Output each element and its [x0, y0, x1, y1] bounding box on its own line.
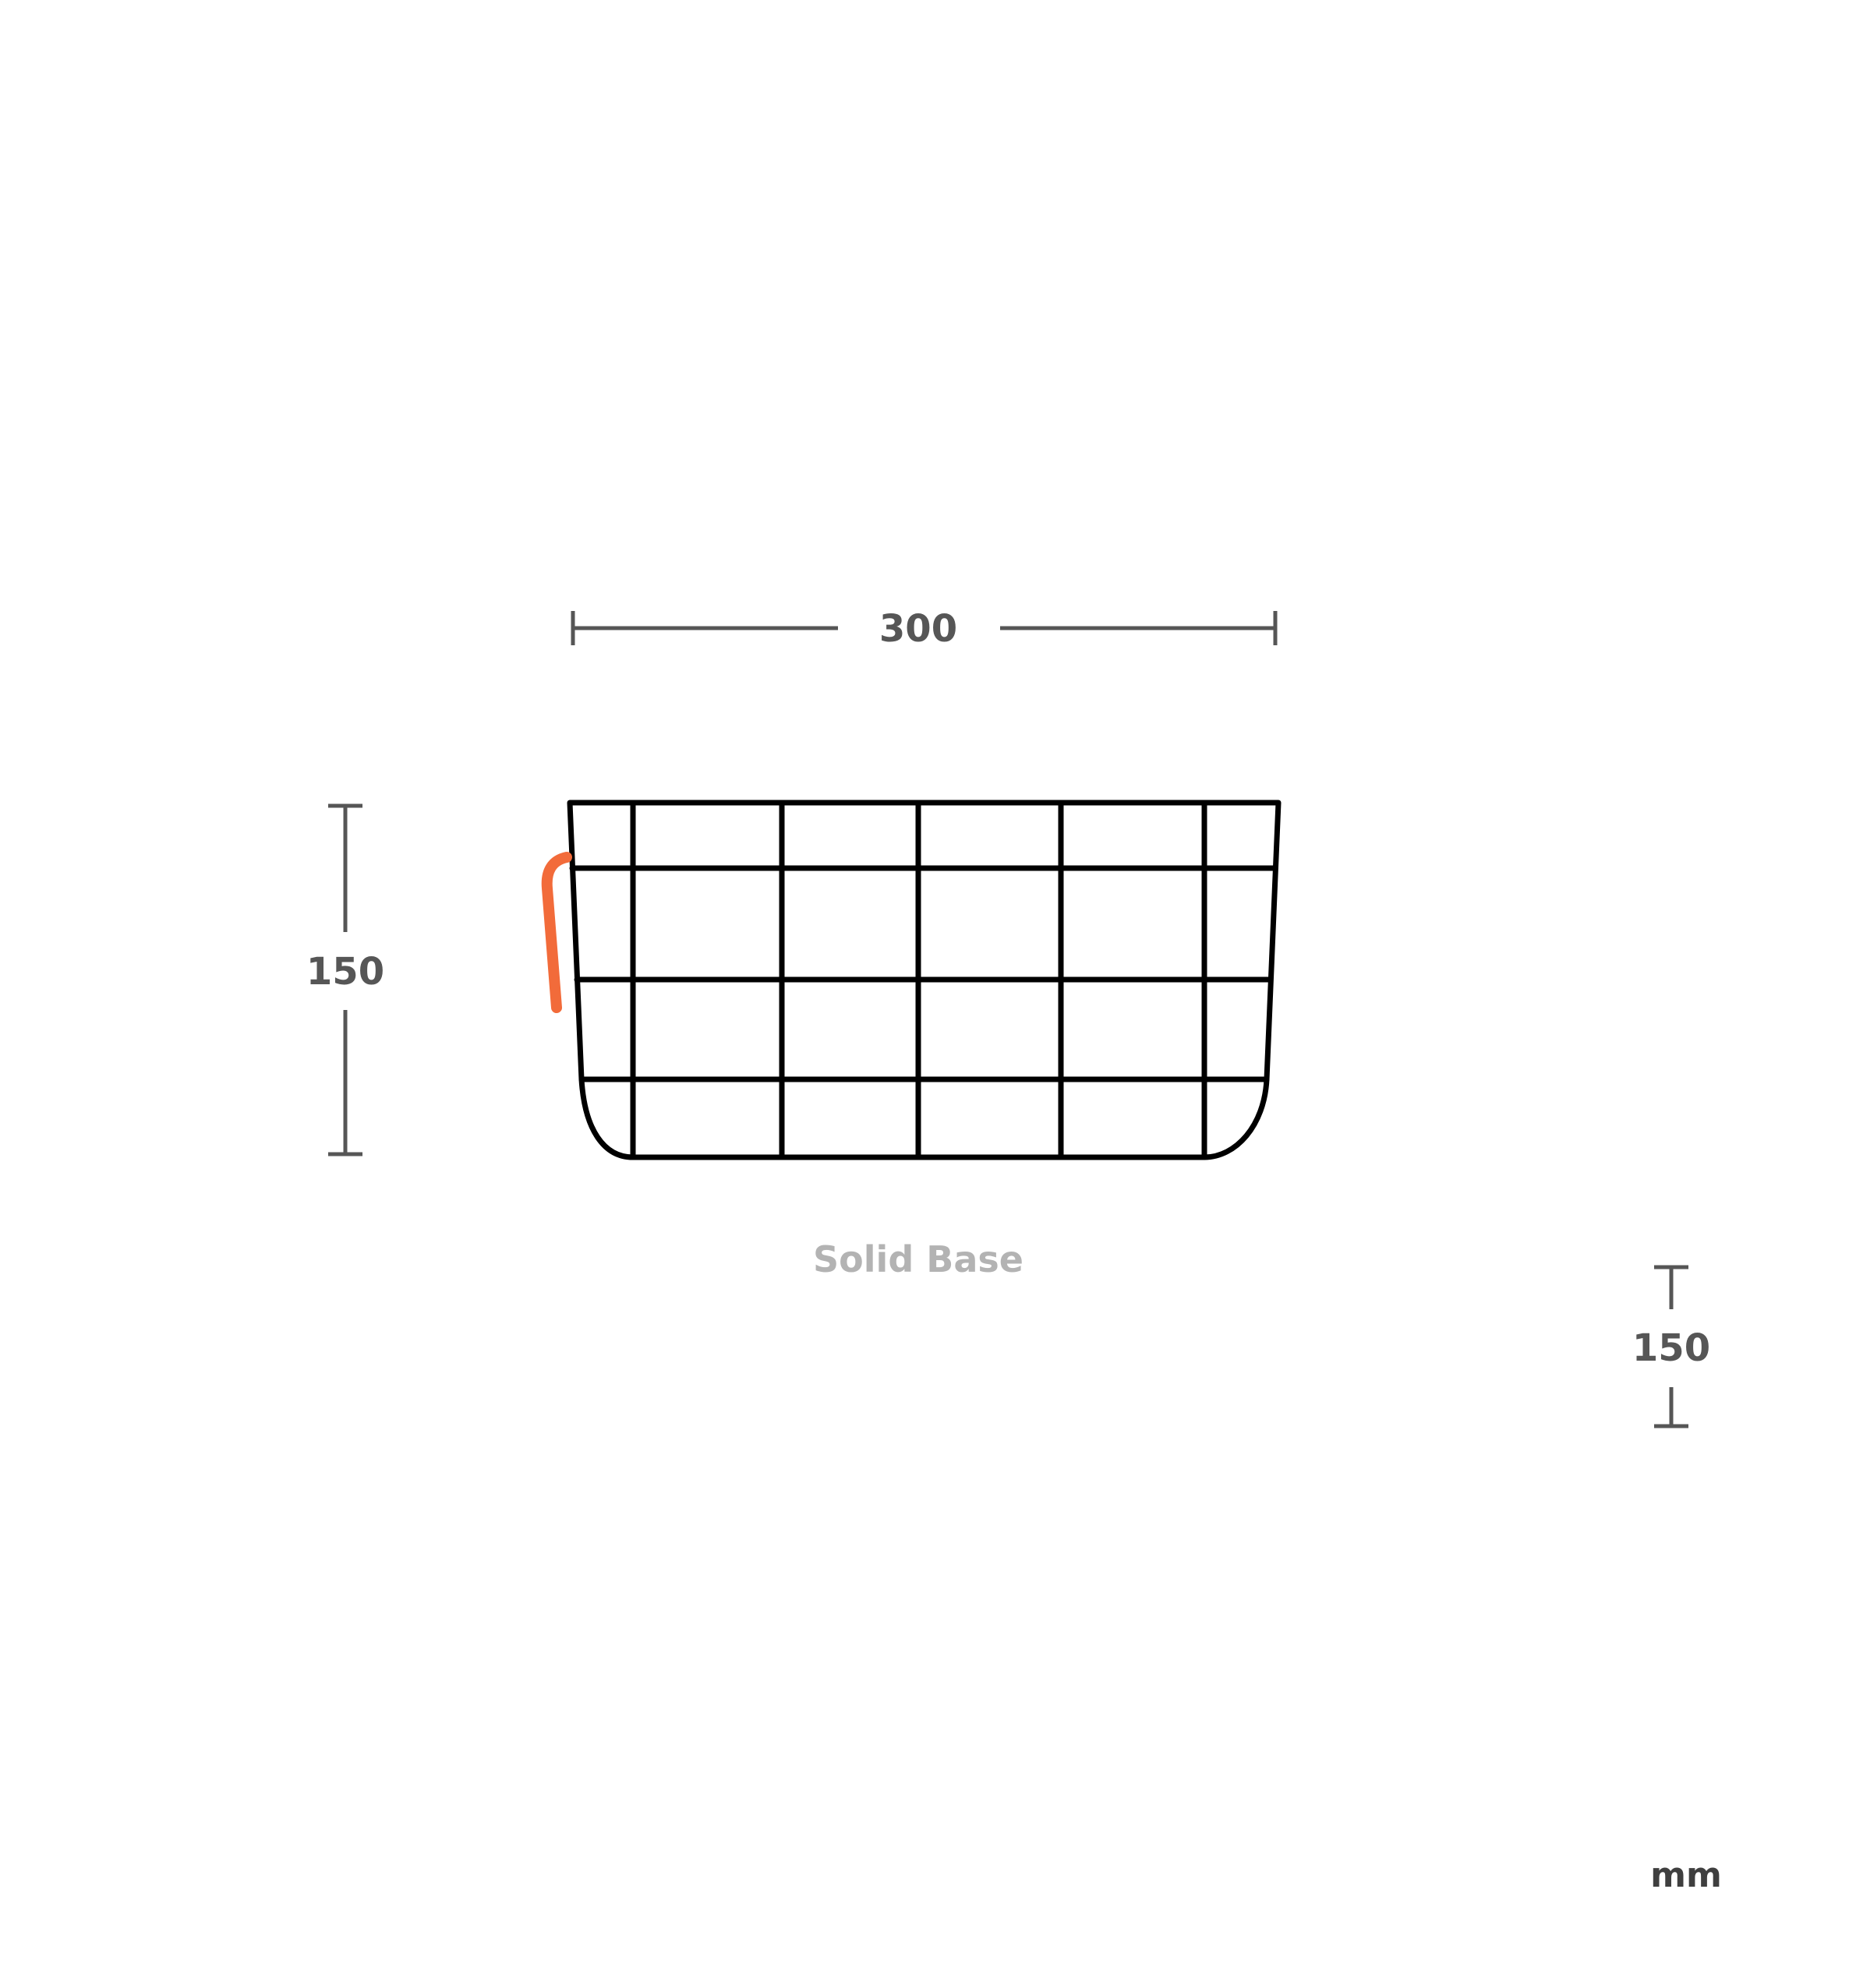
unit-label: mm [1650, 1856, 1722, 1895]
base-type-caption: Solid Base [813, 1238, 1023, 1280]
depth-dimension: 150 [1632, 1265, 1710, 1428]
width-dimension-label: 300 [879, 607, 957, 651]
depth-dimension-label: 150 [1632, 1326, 1710, 1370]
hook-icon [541, 852, 572, 1013]
wire-basket [541, 800, 1282, 1160]
height-dimension: 150 [306, 803, 384, 1156]
height-dimension-label: 150 [306, 950, 384, 994]
width-dimension: 300 [571, 607, 1278, 651]
